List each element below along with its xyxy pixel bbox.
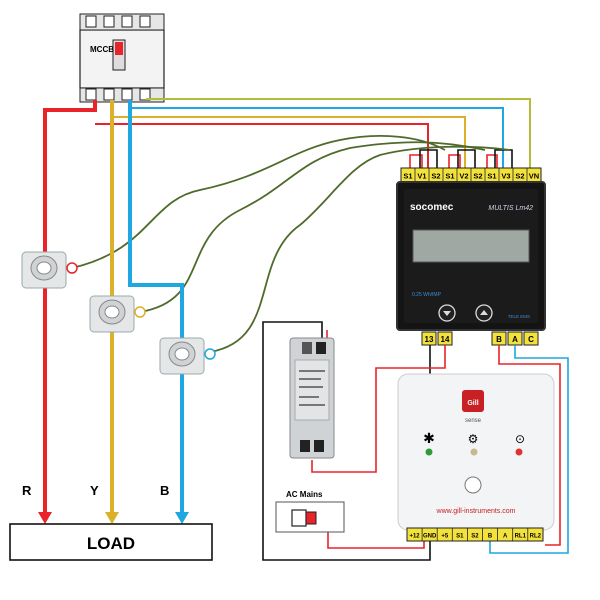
gill-terminal: +5 bbox=[441, 534, 449, 540]
ct-b bbox=[159, 337, 216, 375]
meter-top-terminal: S1 bbox=[445, 172, 454, 181]
meter-rate: 0.25 Wh/IMP bbox=[412, 292, 442, 298]
relay-icon: ⊙ bbox=[515, 432, 525, 446]
chevron-up-icon bbox=[480, 310, 488, 315]
meter-top-terminal: V1 bbox=[417, 172, 426, 181]
meter-top-terminal: S1 bbox=[487, 172, 496, 181]
meter-term-13: 13 bbox=[425, 335, 434, 344]
status-led-red bbox=[515, 448, 523, 456]
gill-terminal: B bbox=[488, 534, 493, 540]
ct-r bbox=[21, 251, 78, 289]
meter-lcd bbox=[412, 229, 530, 263]
ct-y bbox=[89, 295, 146, 333]
gear-icon: ✱ bbox=[423, 431, 435, 447]
ac-mains-label: AC Mains bbox=[286, 490, 323, 499]
mccb-label: MCCB bbox=[90, 45, 114, 54]
ac-mains: AC Mains bbox=[275, 490, 345, 533]
mccb-breaker: MCCB bbox=[79, 13, 165, 103]
phase-arrows bbox=[38, 512, 189, 524]
meter-top-terminal: S2 bbox=[473, 172, 482, 181]
meter-top-terminal: S1 bbox=[403, 172, 412, 181]
gill-logo bbox=[462, 390, 484, 412]
meter-top-terminals: S1 V1 S2 S1 V2 S2 S1 V3 S2 VN bbox=[403, 168, 539, 182]
gill-terminal: RL1 bbox=[515, 534, 527, 540]
meter-top-terminal: VN bbox=[529, 172, 539, 181]
load-box bbox=[9, 523, 213, 561]
pulse-icon: ⚙ bbox=[468, 432, 479, 446]
meter-term-a: A bbox=[512, 335, 518, 344]
gill-sub-text: sense bbox=[465, 418, 482, 424]
meter-model: MULTIS Lm42 bbox=[488, 205, 533, 212]
gill-terminal: RL2 bbox=[530, 534, 542, 540]
energy-meter: S1 V1 S2 S1 V2 S2 S1 V3 S2 VN socomec MULTIS Lm42… bbox=[396, 167, 546, 346]
phase-label-b: B bbox=[160, 483, 169, 498]
meter-brand: socomec bbox=[410, 202, 454, 213]
meter-top-terminal: S2 bbox=[515, 172, 524, 181]
phase-label-r: R bbox=[22, 483, 32, 498]
meter-term-b: B bbox=[496, 335, 502, 344]
mccb-toggle bbox=[115, 42, 123, 55]
ct-signal-wires bbox=[71, 135, 511, 353]
voltage-wires bbox=[95, 98, 531, 168]
socket-icon bbox=[291, 509, 307, 527]
gill-terminal: GND bbox=[423, 534, 437, 540]
gill-url: www.gill-instruments.com bbox=[436, 508, 516, 515]
gill-terminal: A bbox=[503, 534, 508, 540]
gill-sense-panel: Gill sense ✱ ⚙ ⊙ www.gill-instruments.co… bbox=[397, 373, 555, 542]
meter-term-14: 14 bbox=[441, 335, 450, 344]
chevron-down-icon bbox=[443, 311, 451, 316]
phase-label-y: Y bbox=[90, 483, 99, 498]
power-supply bbox=[289, 337, 335, 459]
meter-term-c: C bbox=[528, 335, 534, 344]
gill-button[interactable] bbox=[464, 476, 482, 494]
mccb-bottom-screws bbox=[85, 88, 151, 101]
load-label: LOAD bbox=[87, 534, 135, 553]
mccb-top-screws bbox=[85, 15, 151, 28]
meter-comm-terminals: B A C bbox=[491, 331, 539, 346]
meter-top-terminal: S2 bbox=[431, 172, 440, 181]
status-led-green bbox=[425, 448, 433, 456]
gill-logo-text: Gill bbox=[467, 400, 478, 407]
gill-terminal: +12 bbox=[409, 534, 420, 540]
meter-top-terminal: V2 bbox=[459, 172, 468, 181]
meter-badge: TELE EMS bbox=[508, 314, 530, 319]
ct-jumper-wires bbox=[409, 149, 513, 168]
meter-pulse-terminals: 13 14 bbox=[421, 331, 453, 346]
meter-top-terminal: V3 bbox=[501, 172, 510, 181]
gill-terminal: S1 bbox=[456, 534, 464, 540]
status-led-yellow bbox=[470, 448, 478, 456]
gill-terminal: S2 bbox=[471, 534, 479, 540]
